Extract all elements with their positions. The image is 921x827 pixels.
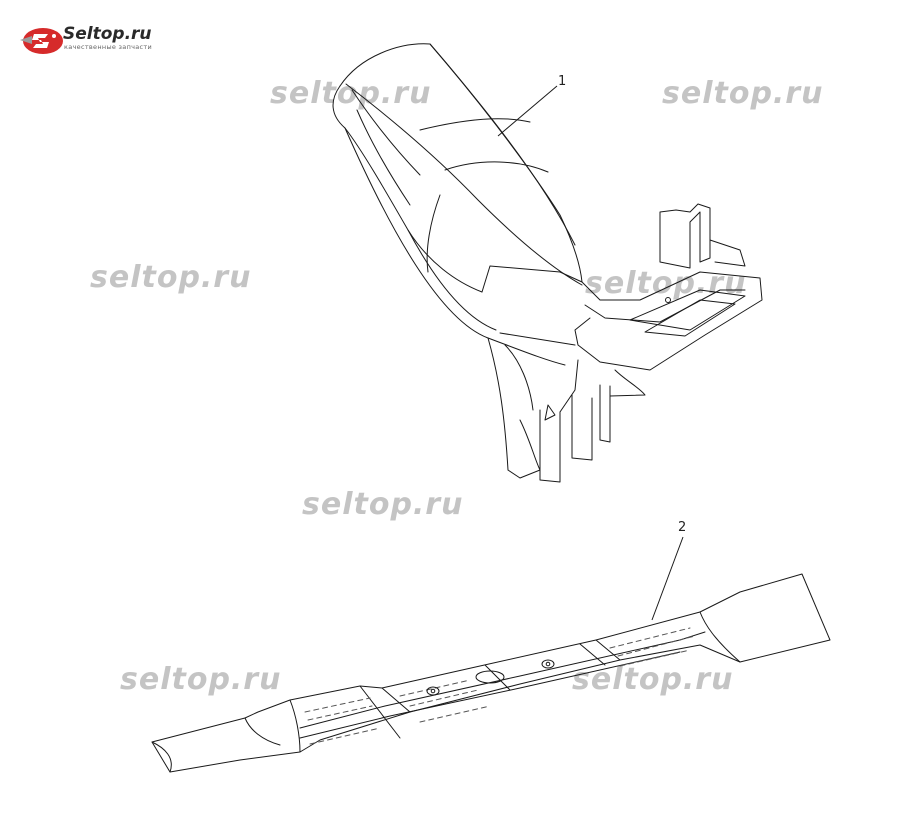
watermark: seltop.ru [662, 76, 824, 111]
watermark: seltop.ru [90, 260, 252, 295]
watermark: seltop.ru [270, 76, 432, 111]
callout-2-label: 2 [678, 520, 687, 535]
callout-2-leader [651, 536, 684, 621]
logo-wordmark: Seltop.ru [63, 24, 152, 44]
watermark: seltop.ru [572, 662, 734, 697]
callout-1-label: 1 [558, 74, 567, 89]
logo-emblem-icon [20, 28, 63, 54]
logo-tagline: качественные запчасти [64, 43, 153, 51]
callout-1-leader [497, 85, 558, 137]
watermark: seltop.ru [585, 266, 747, 301]
watermark: seltop.ru [302, 487, 464, 522]
watermark: seltop.ru [120, 662, 282, 697]
logo[interactable] [18, 26, 168, 56]
